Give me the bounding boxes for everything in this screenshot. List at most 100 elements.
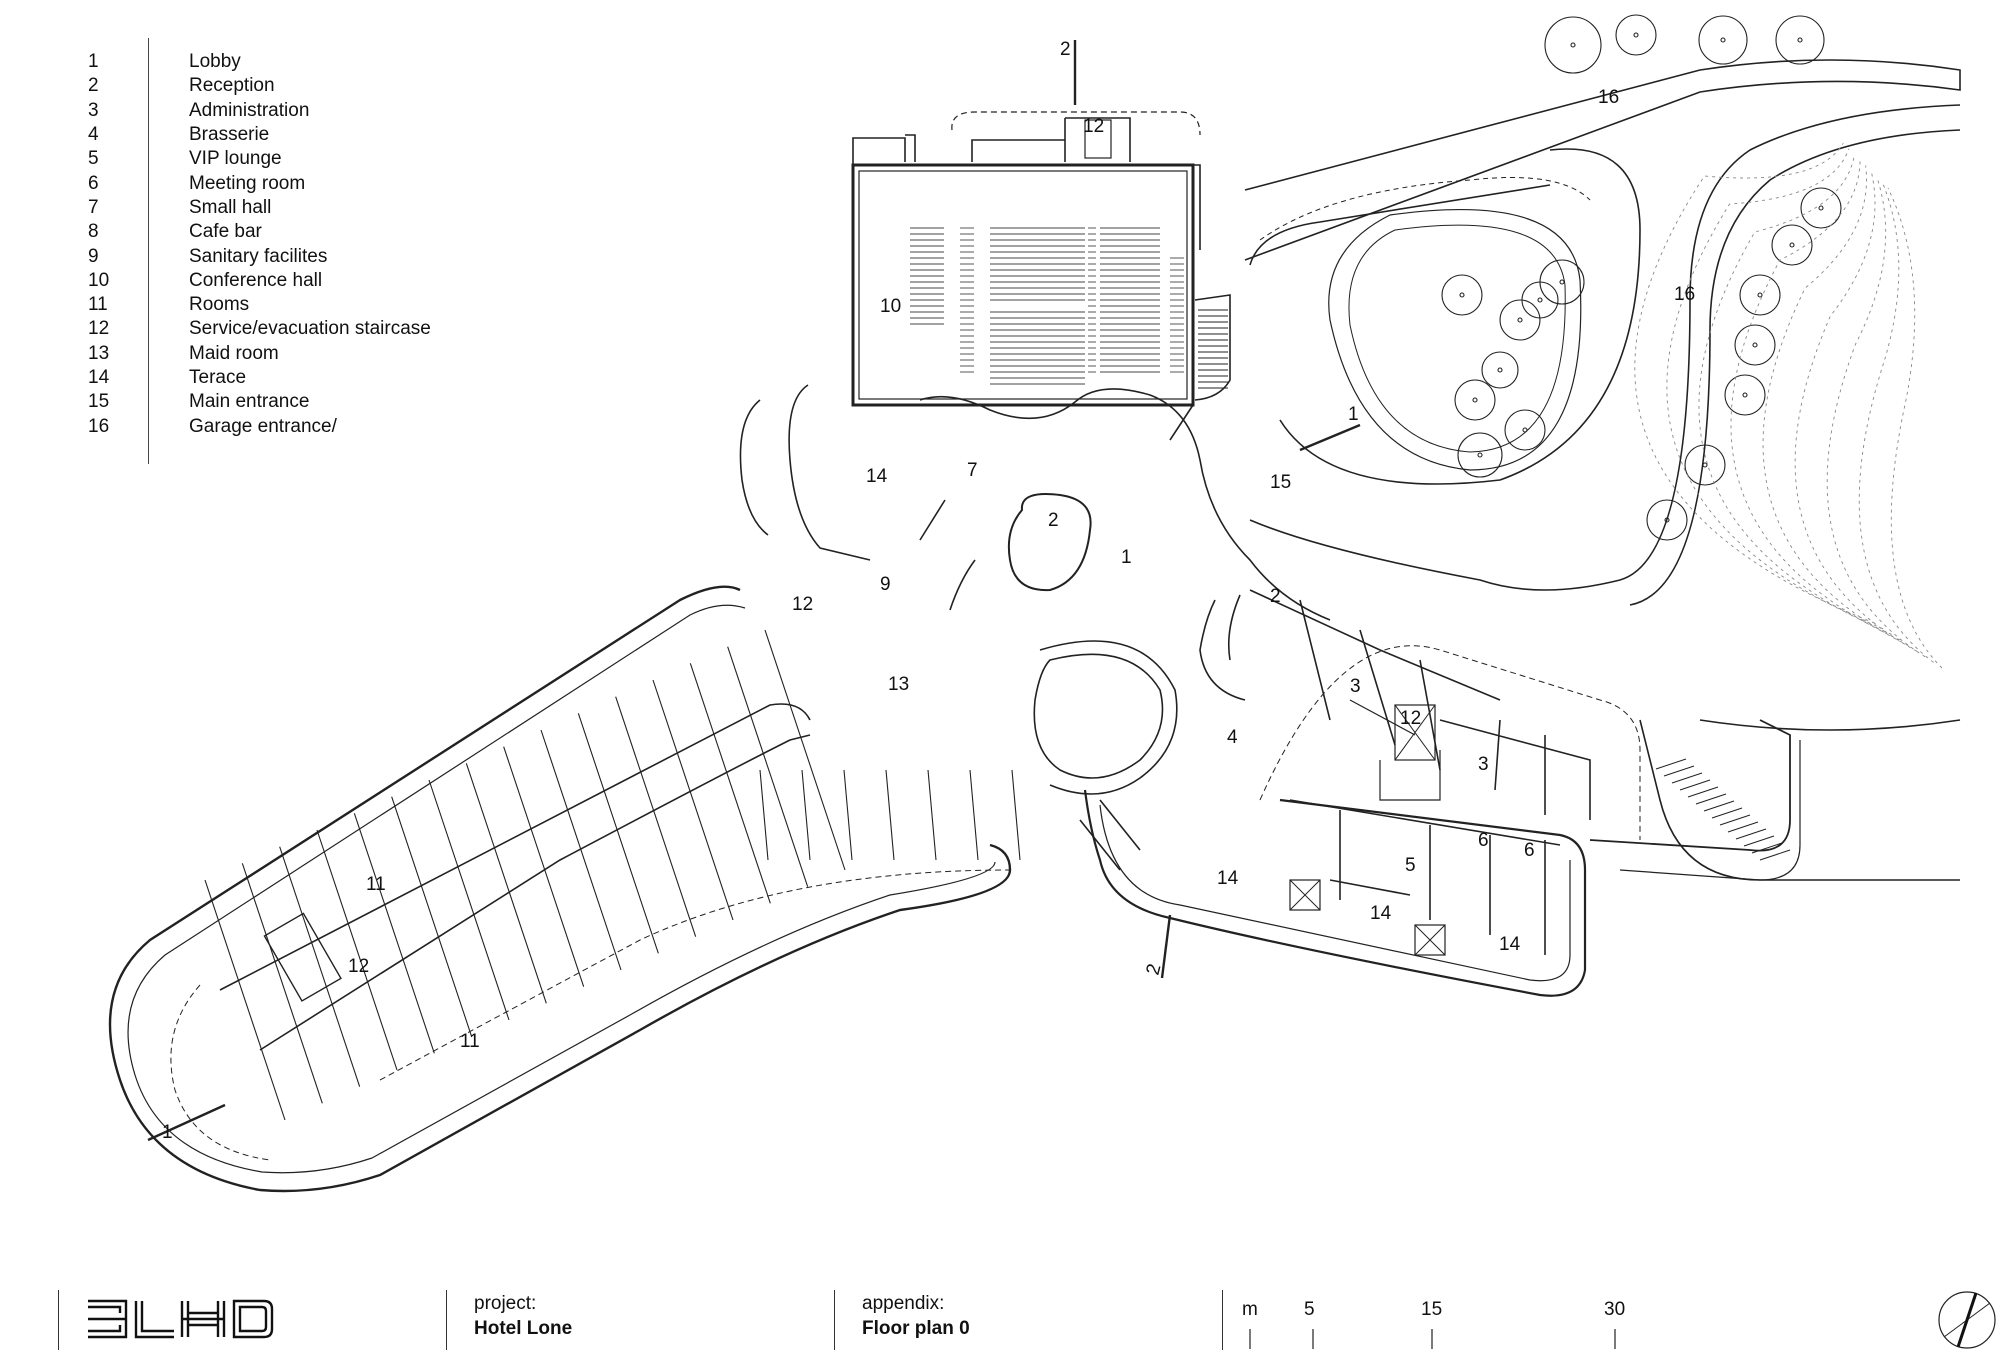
- seating-blocks: [910, 227, 1184, 385]
- plan-label-rooms-upper: 11: [366, 874, 386, 895]
- legend-number: 11: [88, 294, 108, 316]
- legend-item: 8 Cafe bar: [80, 220, 431, 244]
- plan-label-brasserie: 4: [1227, 727, 1238, 748]
- legend-label: Terace: [189, 367, 247, 388]
- legend-number: 5: [88, 148, 99, 170]
- legend-label: Garage entrance/: [189, 415, 337, 437]
- plan-label-meeting-room-a: 6: [1478, 830, 1489, 851]
- legend-number: 14: [88, 367, 110, 388]
- plan-label-vip-lounge: 5: [1405, 855, 1416, 876]
- 3lhd-logo: [88, 1299, 274, 1339]
- tb-divider: [58, 1290, 59, 1350]
- legend-label: Cafe bar: [189, 221, 262, 243]
- title-block: project: Hotel Lone appendix: Floor plan…: [0, 1285, 2000, 1355]
- legend-item: 14 Terace: [80, 366, 431, 390]
- legend-label: Service/evacuation staircase: [189, 318, 431, 340]
- legend-number: 1: [88, 51, 99, 73]
- legend-number: 3: [88, 99, 99, 121]
- tb-divider: [1222, 1290, 1223, 1350]
- legend-label: Conference hall: [189, 269, 323, 291]
- project-label: project:: [474, 1293, 537, 1314]
- legend-item: 10 Conference hall: [80, 269, 431, 293]
- legend-number: 4: [88, 124, 99, 146]
- legend-number: 6: [88, 172, 99, 194]
- plan-label-section-bottom: 2: [1143, 962, 1166, 978]
- legend-label: Sanitary facilites: [189, 245, 328, 267]
- scale-mark: 15: [1421, 1299, 1443, 1320]
- plan-label-staircase-mid: 12: [792, 594, 813, 615]
- plan-label-main-entrance: 15: [1270, 472, 1291, 493]
- legend-label: Main entrance: [189, 391, 310, 413]
- legend-number: 7: [88, 196, 99, 218]
- plan-label-lobby: 1: [1121, 547, 1132, 568]
- plan-label-maid-room: 13: [888, 674, 909, 695]
- legend-item: 13 Maid room: [80, 342, 431, 366]
- plan-label-conference-hall: 10: [880, 296, 901, 317]
- legend-item: 9 Sanitary facilites: [80, 244, 431, 268]
- scale-bar: [1249, 1329, 1616, 1349]
- north-arrow-icon: [1938, 1291, 1996, 1349]
- legend-label: VIP lounge: [189, 148, 282, 170]
- plan-label-sanitary: 9: [880, 574, 891, 595]
- scale-mark: 5: [1304, 1299, 1315, 1320]
- stairs-east: [1655, 758, 1791, 861]
- terrain-contours: [1634, 142, 1943, 669]
- legend-number: 15: [88, 391, 110, 413]
- legend-number: 2: [88, 75, 99, 97]
- legend-item: 3 Administration: [80, 99, 431, 123]
- plan-label-terrace-brasserie: 14: [1217, 868, 1239, 889]
- legend-item: 11 Rooms: [80, 293, 431, 317]
- plan-label-garage-right: 16: [1674, 284, 1695, 305]
- legend-label: Administration: [189, 99, 310, 121]
- legend-number: 16: [88, 415, 110, 437]
- plan-label-administration-a: 3: [1350, 676, 1361, 697]
- legend-number: 8: [88, 221, 99, 243]
- legend-item: 5 VIP lounge: [80, 147, 431, 171]
- plan-label-section-top: 2: [1060, 39, 1071, 60]
- legend-label: Small hall: [189, 196, 272, 218]
- plan-label-reception-stair: 2: [1048, 510, 1059, 531]
- conference-hall-outline: [851, 163, 1195, 407]
- legend-label: Brasserie: [189, 124, 270, 146]
- plan-label-garage-top: 16: [1598, 87, 1619, 108]
- legend-item: 16 Garage entrance/: [80, 414, 431, 438]
- plan-label-small-hall: 7: [967, 460, 978, 481]
- room-walls: [204, 629, 1021, 1121]
- plan-label-administration-b: 3: [1478, 754, 1489, 775]
- scale-mark: 30: [1604, 1299, 1626, 1320]
- tb-divider: [834, 1290, 835, 1350]
- legend-number: 9: [88, 245, 99, 267]
- legend-divider: [148, 38, 149, 464]
- plan-label-terrace-vip: 14: [1370, 903, 1392, 924]
- legend-label: Rooms: [189, 294, 250, 316]
- appendix-label: appendix:: [862, 1293, 945, 1314]
- legend-label: Lobby: [189, 51, 241, 73]
- stairs-north: [1198, 309, 1228, 389]
- plan-label-terrace-meeting: 14: [1499, 934, 1521, 955]
- legend-item: 15 Main entrance: [80, 390, 431, 414]
- legend-item: 1 Lobby: [80, 50, 431, 74]
- legend-item: 7 Small hall: [80, 196, 431, 220]
- plan-label-reception-east: 2: [1270, 586, 1281, 607]
- plan-label-terrace-small-hall: 14: [866, 466, 888, 487]
- legend-item: 4 Brasserie: [80, 123, 431, 147]
- plan-label-staircase-east: 12: [1400, 708, 1421, 729]
- plan-label-rooms-lower: 11: [460, 1031, 480, 1052]
- plan-label-meeting-room-b: 6: [1524, 840, 1535, 861]
- project-value: Hotel Lone: [474, 1318, 573, 1339]
- plan-linework: [108, 14, 1961, 1193]
- legend-number: 10: [88, 269, 110, 291]
- tb-divider: [446, 1290, 447, 1350]
- legend-label: Maid room: [189, 342, 279, 364]
- legend-number: 13: [88, 342, 110, 364]
- appendix-value: Floor plan 0: [862, 1318, 970, 1339]
- plan-label-section-entrance: 1: [1348, 404, 1359, 425]
- plan-label-section-west: 1: [162, 1122, 173, 1143]
- plan-label-staircase-top: 12: [1083, 116, 1104, 137]
- scale-unit: m: [1242, 1299, 1258, 1320]
